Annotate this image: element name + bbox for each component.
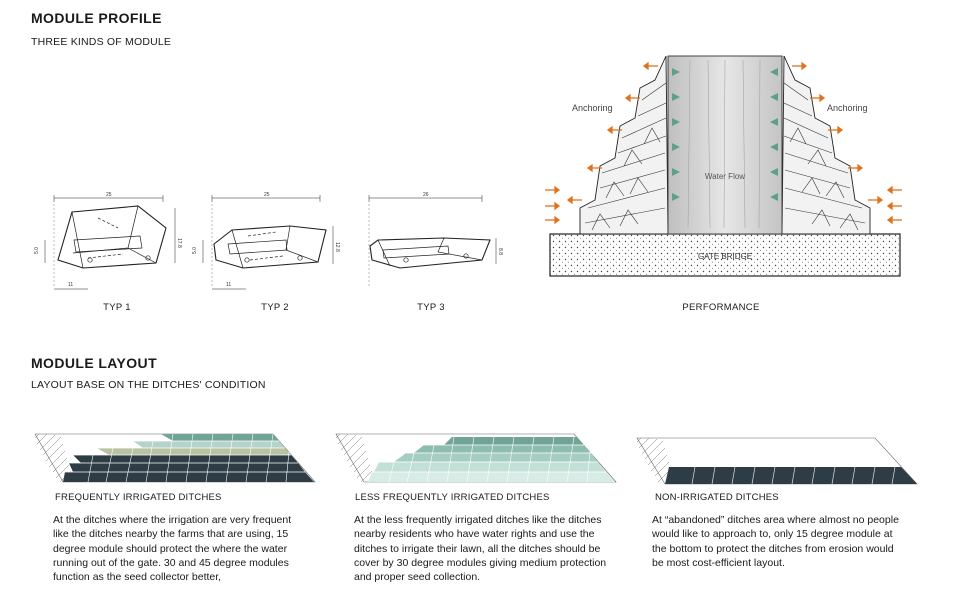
- panel-title-non-irrigated: NON-IRRIGATED DITCHES: [655, 492, 779, 503]
- gate-bridge: [549, 233, 901, 277]
- label-anchoring-left: Anchoring: [572, 103, 613, 113]
- module-typ2-drawing: [202, 195, 334, 290]
- caption-performance: PERFORMANCE: [682, 302, 760, 313]
- label-anchoring-right: Anchoring: [827, 103, 868, 113]
- module-typ1-drawing: [44, 195, 176, 290]
- panel-title-less-frequent: LESS FREQUENTLY IRRIGATED DITCHES: [355, 492, 550, 503]
- panel-text-less-frequent: At the less frequently irrigated ditches…: [354, 514, 607, 584]
- module-profiles-drawing: 25 17.8 5.0 11 25 12.8 5.0 11 26 8.8: [34, 192, 503, 290]
- typ3-dim-top: 26: [423, 192, 429, 198]
- typ1-dim-top: 25: [106, 192, 112, 198]
- typ1-dim-left: 5.0: [34, 247, 40, 254]
- typ1-dim-bottom: 11: [68, 282, 73, 288]
- caption-typ1: TYP 1: [103, 302, 131, 313]
- caption-typ2: TYP 2: [261, 302, 289, 313]
- section-subtitle-layout: LAYOUT BASE ON THE DITCHES' CONDITION: [31, 379, 266, 391]
- section-title-layout: MODULE LAYOUT: [31, 355, 158, 371]
- caption-typ3: TYP 3: [417, 302, 445, 313]
- label-gate-bridge: GATE BRIDGE: [698, 252, 752, 261]
- panel-text-frequent: At the ditches where the irrigation are …: [53, 514, 292, 584]
- typ2-dim-left: 5.0: [192, 247, 198, 254]
- section-subtitle-profile: THREE KINDS OF MODULE: [31, 36, 172, 48]
- performance-drawing: Anchoring Anchoring Water Flow GATE BRID…: [545, 55, 902, 277]
- section-title-profile: MODULE PROFILE: [31, 10, 162, 26]
- layout-diagram-non-irrigated: [636, 437, 918, 485]
- layout-diagram-frequent: [34, 433, 316, 483]
- typ3-dim-side: 8.8: [497, 248, 503, 255]
- panel-title-frequent: FREQUENTLY IRRIGATED DITCHES: [55, 492, 222, 503]
- typ2-dim-bottom: 11: [226, 282, 231, 288]
- module-typ3-drawing: [368, 195, 497, 286]
- layout-diagram-less-frequent: [335, 433, 617, 483]
- water-channel: [667, 55, 783, 235]
- typ1-dim-side: 17.8: [176, 238, 182, 248]
- typ2-dim-top: 25: [264, 192, 270, 198]
- panel-text-non-irrigated: At “abandoned” ditches area where almost…: [652, 514, 899, 569]
- typ2-dim-side: 12.8: [334, 242, 340, 252]
- label-water-flow: Water Flow: [705, 172, 745, 181]
